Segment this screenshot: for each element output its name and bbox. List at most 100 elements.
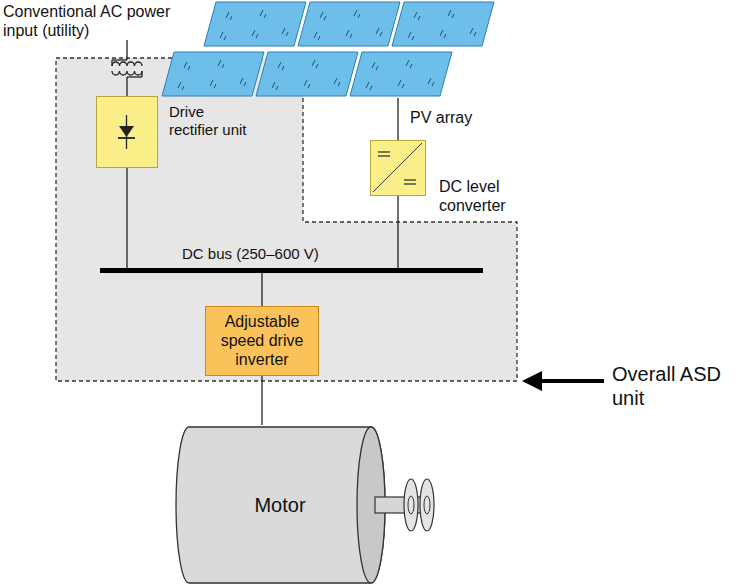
drawing-stroke bbox=[230, 16, 232, 20]
drawing-stroke bbox=[282, 66, 284, 70]
drawing-stroke bbox=[220, 32, 223, 38]
drawing-stroke bbox=[178, 82, 181, 88]
drawing-stroke bbox=[210, 80, 213, 86]
drawing-stroke bbox=[334, 78, 337, 84]
transformer-lead bbox=[127, 76, 142, 77]
drawing-stroke bbox=[373, 143, 422, 192]
dc-bus-bar: DC bus (250–600 V) bbox=[100, 268, 483, 273]
drawing-stroke bbox=[440, 30, 443, 36]
node-label: Motor bbox=[175, 493, 385, 517]
converter-box: DC level converter bbox=[370, 140, 426, 196]
drawing-stroke bbox=[226, 12, 229, 18]
drawing-stroke bbox=[324, 16, 326, 20]
drawing-stroke bbox=[308, 84, 310, 88]
node-label: Drive rectifier unit bbox=[169, 103, 251, 139]
drawing-stroke bbox=[286, 32, 288, 36]
asd-region: Drive rectifier unit DC bus (250–600 V) Ad… bbox=[55, 57, 518, 382]
drawing-stroke bbox=[312, 60, 315, 66]
input-label: Conventional AC power input (utility) bbox=[3, 2, 193, 40]
drawing-stroke bbox=[252, 30, 255, 36]
drawing-stroke bbox=[272, 82, 275, 88]
drawing-stroke bbox=[56, 58, 517, 381]
drawing-stroke bbox=[404, 479, 418, 531]
drawing-stroke bbox=[240, 78, 243, 84]
drawing-stroke bbox=[392, 2, 494, 46]
wire-connector bbox=[261, 376, 262, 425]
drawing-stroke bbox=[338, 82, 340, 86]
drawing-stroke bbox=[188, 66, 190, 70]
drawing-stroke bbox=[402, 84, 404, 88]
drawing-stroke bbox=[410, 64, 412, 68]
drawing-stroke bbox=[320, 12, 323, 18]
drawing-stroke bbox=[380, 32, 382, 36]
drawing-stroke bbox=[418, 16, 420, 20]
drawing-stroke bbox=[350, 52, 452, 96]
drawing-stroke bbox=[378, 155, 390, 156]
drawing-stroke bbox=[370, 86, 372, 90]
drawing-stroke bbox=[358, 14, 360, 18]
transformer-lead bbox=[111, 60, 112, 66]
wire-connector bbox=[261, 273, 262, 306]
drawing-stroke bbox=[354, 10, 357, 16]
drawing-stroke bbox=[318, 36, 320, 40]
drawing-stroke bbox=[182, 86, 184, 90]
drawing-stroke bbox=[298, 2, 400, 46]
drawing-stroke bbox=[304, 80, 307, 86]
drawing-stroke bbox=[204, 2, 306, 46]
drawing-stroke bbox=[404, 179, 416, 180]
drawing-stroke bbox=[278, 62, 281, 68]
drawing-stroke bbox=[408, 32, 411, 38]
wire-connector bbox=[397, 196, 398, 268]
drawing-stroke bbox=[378, 151, 390, 152]
dc-dc-symbol bbox=[371, 141, 424, 194]
drawing-stroke bbox=[404, 183, 416, 184]
drawing-stroke bbox=[224, 36, 226, 40]
transformer-lead bbox=[112, 59, 127, 60]
drawing-stroke bbox=[218, 60, 221, 66]
drawing-stroke bbox=[420, 479, 434, 531]
utility-wire bbox=[126, 40, 127, 60]
node-label: PV array bbox=[410, 108, 472, 127]
drawing-stroke bbox=[376, 66, 378, 70]
drawing-stroke bbox=[414, 12, 417, 18]
drawing-stroke bbox=[256, 34, 258, 38]
drawing-stroke bbox=[119, 126, 134, 137]
rectifier-box: Drive rectifier unit bbox=[96, 96, 158, 168]
wire-connector bbox=[126, 168, 127, 268]
callout-arrow bbox=[538, 379, 604, 383]
drawing-stroke bbox=[222, 64, 224, 68]
transformer-lead bbox=[141, 71, 142, 77]
node-label: Adjustable speed drive inverter bbox=[212, 312, 312, 370]
callout-arrowhead bbox=[522, 371, 542, 391]
drawing-stroke bbox=[350, 34, 352, 38]
drawing-stroke bbox=[366, 82, 369, 88]
rectifier-feed bbox=[126, 77, 127, 96]
drawing-stroke bbox=[316, 64, 318, 68]
drawing-stroke bbox=[214, 84, 216, 88]
drawing-stroke bbox=[412, 36, 414, 40]
drawing-stroke bbox=[162, 52, 264, 96]
drawing-stroke bbox=[444, 34, 446, 38]
drawing-stroke bbox=[372, 62, 375, 68]
diode-symbol bbox=[97, 97, 156, 166]
node-label: DC bus (250–600 V) bbox=[182, 245, 319, 263]
motor-body: Motor bbox=[175, 425, 450, 585]
drawing-stroke bbox=[244, 82, 246, 86]
drawing-stroke bbox=[256, 52, 358, 96]
drawing-stroke bbox=[276, 86, 278, 90]
drawing-stroke bbox=[408, 496, 414, 514]
drawing-stroke bbox=[376, 28, 379, 34]
drawing-stroke bbox=[432, 82, 434, 86]
drawing-stroke bbox=[470, 28, 473, 34]
region-heading: Overall ASD unit bbox=[612, 362, 750, 410]
drawing-stroke bbox=[424, 496, 430, 514]
drawing-stroke bbox=[474, 32, 476, 36]
drawing-stroke bbox=[406, 60, 409, 66]
drawing-stroke bbox=[260, 10, 263, 16]
drawing-stroke bbox=[264, 14, 266, 18]
drawing-stroke bbox=[452, 14, 454, 18]
drawing-stroke bbox=[118, 137, 135, 139]
node-label: DC level converter bbox=[439, 177, 519, 215]
